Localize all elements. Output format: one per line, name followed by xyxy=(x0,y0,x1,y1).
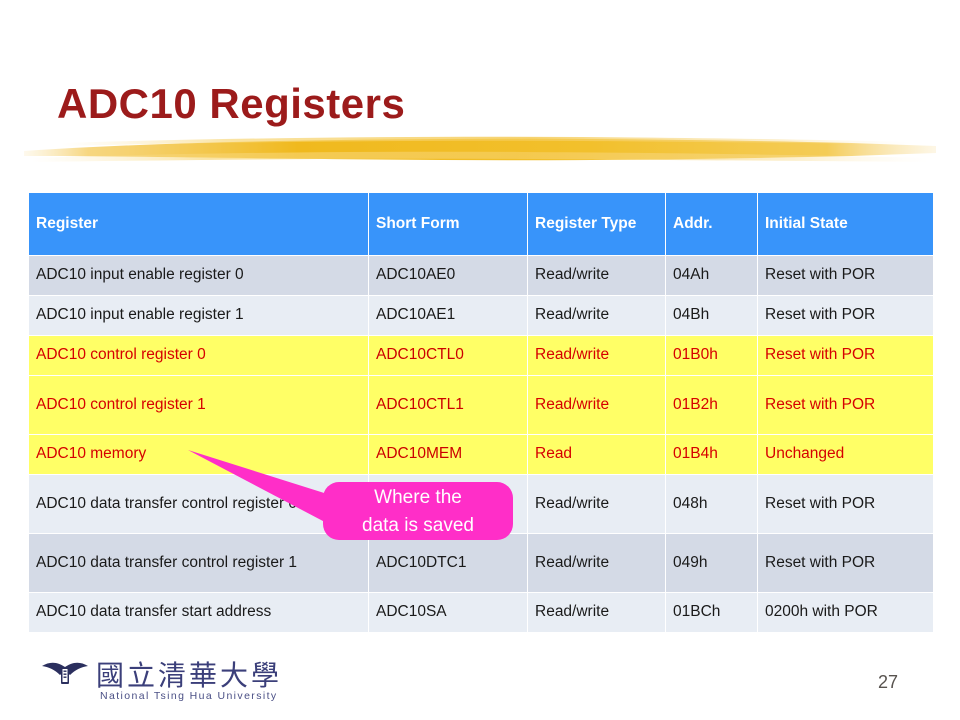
cell-register-type: Read/write xyxy=(527,335,666,376)
column-header-initial-state: Initial State xyxy=(757,192,934,256)
cell-register-type: Read/write xyxy=(527,255,666,296)
page-title: ADC10 Registers xyxy=(57,80,406,127)
cell-register-type: Read/write xyxy=(527,474,666,534)
cell-short-form xyxy=(368,474,528,534)
brush-stroke-divider xyxy=(24,136,936,162)
column-header-addr: Addr. xyxy=(665,192,758,256)
cell-register: ADC10 control register 1 xyxy=(28,375,369,435)
cell-register-type: Read/write xyxy=(527,295,666,336)
cell-initial-state: Reset with POR xyxy=(757,533,934,593)
table-row: ADC10 data transfer start address ADC10S… xyxy=(28,592,934,633)
page-number: 27 xyxy=(878,672,899,692)
cell-short-form: ADC10CTL1 xyxy=(368,375,528,435)
cell-addr: 01BCh xyxy=(665,592,758,633)
column-header-register-type: Register Type xyxy=(527,192,666,256)
cell-register-type: Read/write xyxy=(527,533,666,593)
cell-register: ADC10 input enable register 1 xyxy=(28,295,369,336)
cell-initial-state: Reset with POR xyxy=(757,335,934,376)
cell-addr: 01B4h xyxy=(665,434,758,475)
logo-name-english: National Tsing Hua University xyxy=(100,690,278,702)
cell-addr: 04Bh xyxy=(665,295,758,336)
table-row-highlighted: ADC10 memory ADC10MEM Read 01B4h Unchang… xyxy=(28,434,934,475)
column-header-short-form: Short Form xyxy=(368,192,528,256)
cell-short-form: ADC10MEM xyxy=(368,434,528,475)
table-row-highlighted: ADC10 control register 0 ADC10CTL0 Read/… xyxy=(28,335,934,376)
cell-register: ADC10 control register 0 xyxy=(28,335,369,376)
cell-short-form: ADC10AE0 xyxy=(368,255,528,296)
cell-addr: 049h xyxy=(665,533,758,593)
table-row-highlighted: ADC10 control register 1 ADC10CTL1 Read/… xyxy=(28,375,934,435)
cell-register: ADC10 memory xyxy=(28,434,369,475)
table-row: ADC10 input enable register 1 ADC10AE1 R… xyxy=(28,295,934,336)
table-header-row: Register Short Form Register Type Addr. … xyxy=(28,192,934,256)
logo-name-chinese: 國立清華大學 xyxy=(96,659,283,692)
cell-initial-state: Reset with POR xyxy=(757,474,934,534)
cell-addr: 01B0h xyxy=(665,335,758,376)
cell-register: ADC10 data transfer start address xyxy=(28,592,369,633)
table-row: ADC10 input enable register 0 ADC10AE0 R… xyxy=(28,255,934,296)
table-row: ADC10 data transfer control register 0 R… xyxy=(28,474,934,534)
cell-initial-state: Reset with POR xyxy=(757,255,934,296)
cell-short-form: ADC10SA xyxy=(368,592,528,633)
column-header-register: Register xyxy=(28,192,369,256)
university-logo: 國立清華大學 National Tsing Hua University xyxy=(38,654,318,710)
cell-addr: 04Ah xyxy=(665,255,758,296)
cell-initial-state: Reset with POR xyxy=(757,375,934,435)
cell-addr: 048h xyxy=(665,474,758,534)
university-crest-icon xyxy=(42,662,88,684)
cell-initial-state: Reset with POR xyxy=(757,295,934,336)
adc10-registers-table: Register Short Form Register Type Addr. … xyxy=(28,192,934,633)
table-row: ADC10 data transfer control register 1 A… xyxy=(28,533,934,593)
cell-short-form: ADC10AE1 xyxy=(368,295,528,336)
cell-register-type: Read xyxy=(527,434,666,475)
cell-register: ADC10 data transfer control register 1 xyxy=(28,533,369,593)
cell-initial-state: 0200h with POR xyxy=(757,592,934,633)
cell-register: ADC10 input enable register 0 xyxy=(28,255,369,296)
cell-addr: 01B2h xyxy=(665,375,758,435)
cell-initial-state: Unchanged xyxy=(757,434,934,475)
cell-register: ADC10 data transfer control register 0 xyxy=(28,474,369,534)
cell-short-form: ADC10CTL0 xyxy=(368,335,528,376)
cell-register-type: Read/write xyxy=(527,592,666,633)
cell-short-form: ADC10DTC1 xyxy=(368,533,528,593)
cell-register-type: Read/write xyxy=(527,375,666,435)
